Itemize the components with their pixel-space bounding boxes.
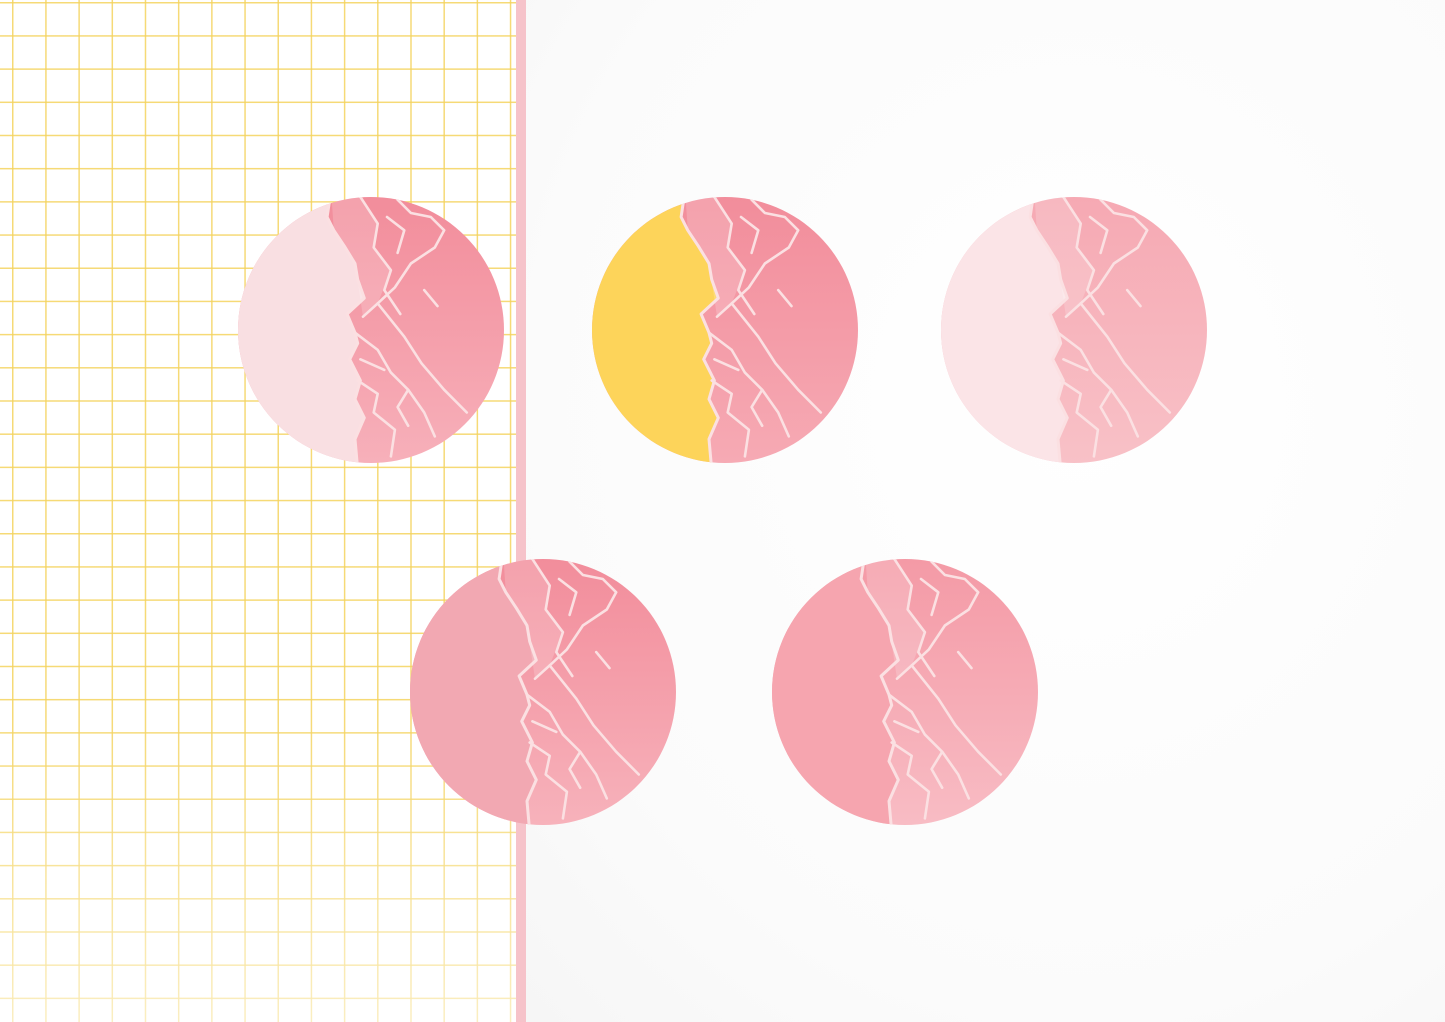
crack-edge-line [325, 197, 366, 463]
crack-line [359, 358, 386, 372]
crack-line [422, 288, 439, 308]
crack-line [557, 577, 578, 617]
crack-line [887, 693, 971, 800]
disc-left-half [592, 197, 719, 463]
crack-line [890, 741, 931, 820]
crack-edge-line [497, 559, 538, 825]
crack-line [548, 664, 641, 776]
crack-edge-line [679, 197, 720, 463]
pink-divider-stripe [516, 0, 526, 1022]
crack-line [707, 331, 791, 438]
crack-line [396, 388, 410, 428]
disc-light-pink-left-half [238, 197, 504, 463]
crack-line [715, 198, 800, 318]
crack-line [1099, 388, 1113, 428]
crack-line [1059, 379, 1100, 458]
crack-line [750, 388, 764, 428]
crack-line [910, 664, 1003, 776]
crack-line [533, 560, 618, 680]
disc-rose-gradient-left-half [410, 559, 676, 825]
crack-line [919, 577, 940, 617]
crack-line [710, 379, 751, 458]
crack-line [1088, 215, 1109, 255]
crack-line [956, 650, 973, 670]
crack-line [1062, 358, 1089, 372]
crack-line [385, 215, 406, 255]
crack-line [531, 720, 558, 734]
crack-line [353, 331, 437, 438]
crack-line [528, 741, 569, 820]
plain-white-panel [526, 0, 1445, 1022]
crack-line [930, 750, 944, 790]
crack-line [1125, 288, 1142, 308]
crack-line [525, 693, 609, 800]
crack-edge-line [859, 559, 900, 825]
crack-line [730, 302, 823, 414]
disc-yellow-left-half [592, 197, 858, 463]
crack-line [568, 750, 582, 790]
crack-line [356, 379, 397, 458]
crack-line [376, 302, 469, 414]
crack-line [1064, 198, 1149, 318]
crack-line [895, 560, 980, 680]
graph-paper-fade [0, 0, 517, 1022]
crack-edge-line [1028, 197, 1069, 463]
disc-pale-left-half [941, 197, 1207, 463]
crack-line [776, 288, 793, 308]
crack-line [893, 720, 920, 734]
crack-line [1079, 302, 1172, 414]
disc-left-half [410, 559, 537, 825]
disc-left-half [238, 197, 365, 463]
crack-line [594, 650, 611, 670]
disc-solid-pink [772, 559, 1038, 825]
disc-left-half [772, 559, 899, 825]
crack-line [713, 358, 740, 372]
crack-line [739, 215, 760, 255]
disc-left-half [941, 197, 1068, 463]
crack-line [361, 198, 446, 318]
crack-line [1056, 331, 1140, 438]
